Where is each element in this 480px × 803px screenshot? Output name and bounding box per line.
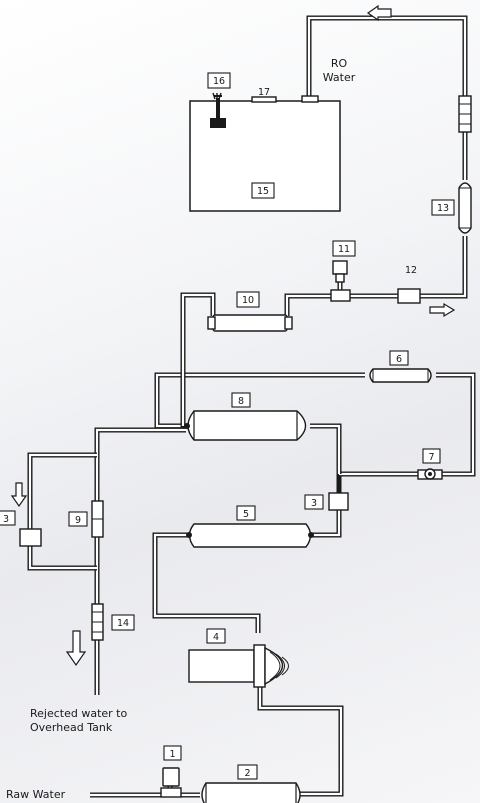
low-pressure-switch-3: [328, 492, 349, 511]
svg-text:3: 3: [3, 514, 9, 525]
pipe-3b-to-8: [310, 423, 342, 474]
svg-text:13: 13: [437, 203, 449, 214]
float-valve-16: [210, 92, 226, 128]
inlet-valve-1: [160, 767, 182, 798]
label-11: 11: [332, 240, 356, 257]
svg-text:17: 17: [258, 87, 270, 98]
pipe-5-to-3b: [310, 510, 342, 538]
raw-water-label: Raw Water: [6, 788, 66, 801]
label-3a: 3: [0, 510, 16, 526]
inline-filter-6: [369, 368, 432, 383]
booster-pump-4: [188, 644, 289, 688]
pipe-8-to-6-loop: [154, 372, 365, 429]
arrow-down-icon: [65, 630, 87, 667]
rejected-water-label-line2: Overhead Tank: [30, 721, 113, 734]
connector-top-right: [458, 95, 472, 133]
ro-water-label-line2: Water: [323, 71, 356, 84]
svg-text:16: 16: [213, 76, 225, 87]
label-15: 15: [251, 182, 275, 199]
check-valve-7: [417, 468, 443, 480]
svg-text:10: 10: [242, 295, 254, 306]
label-8: 8: [231, 392, 251, 408]
svg-text:5: 5: [243, 509, 249, 520]
high-pressure-switch-11: [330, 260, 351, 302]
post-filter-13: [458, 182, 472, 234]
flow-restrictor-12: [397, 288, 421, 304]
captions: RO Water Rejected water to Overhead Tank…: [6, 57, 356, 801]
label-14: 14: [111, 614, 135, 631]
svg-text:14: 14: [117, 618, 129, 629]
ro-water-label: RO: [331, 57, 348, 70]
pipe-2-to-4: [257, 683, 344, 797]
svg-text:1: 1: [169, 749, 175, 760]
svg-text:8: 8: [238, 396, 244, 407]
pipe-3b-to-8-and-7: [336, 372, 476, 493]
pipe-4-to-5: [152, 532, 261, 633]
svg-text:9: 9: [75, 515, 81, 526]
label-3b: 3: [304, 494, 324, 510]
label-17: 17: [258, 87, 270, 98]
label-12: 12: [405, 265, 417, 276]
sediment-filter-2: [201, 782, 301, 803]
svg-text:15: 15: [257, 186, 269, 197]
svg-text:2: 2: [244, 768, 250, 779]
rejected-water-label: Rejected water to: [30, 707, 127, 720]
label-1: 1: [163, 745, 182, 761]
number-labels: 1 2 4 5 3 7 8 6 10 11 12 13 15 16 17: [0, 72, 455, 780]
arrow-left-icon: [366, 4, 392, 22]
reject-connector-14: [91, 603, 104, 641]
label-13: 13: [431, 199, 455, 216]
flow-arrows: [10, 4, 456, 667]
carbon-filter-5: [186, 523, 314, 548]
svg-text:6: 6: [396, 354, 402, 365]
label-7: 7: [422, 448, 441, 464]
svg-text:11: 11: [338, 244, 350, 255]
ro-membrane-8: [184, 410, 307, 441]
flush-valve-3: [19, 528, 42, 547]
post-carbon-10: [207, 314, 293, 332]
svg-text:12: 12: [405, 265, 417, 276]
arrow-right-icon: [429, 302, 456, 318]
arrow-down-icon: [10, 482, 28, 508]
label-5: 5: [236, 505, 256, 521]
drain-restrictor-9: [91, 500, 104, 538]
pipe-8-to-10: [180, 292, 216, 429]
svg-text:3: 3: [311, 498, 317, 509]
pipe-8-reject: [94, 427, 186, 695]
label-2: 2: [237, 764, 258, 780]
pipe-reject-loop-3a: [27, 452, 97, 571]
label-9: 9: [68, 511, 88, 527]
svg-text:7: 7: [428, 452, 434, 463]
label-6: 6: [389, 350, 409, 366]
svg-text:4: 4: [213, 632, 219, 643]
label-4: 4: [206, 628, 226, 644]
pipe-10-to-12-to-13: [284, 236, 468, 316]
label-10: 10: [236, 291, 260, 308]
label-16: 16: [207, 72, 231, 89]
